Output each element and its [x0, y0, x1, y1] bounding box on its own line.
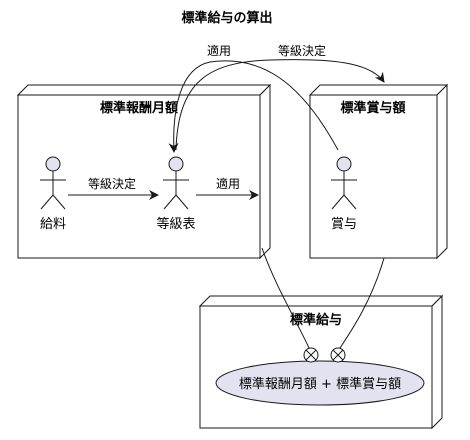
edge-bonus-to-table-label: 適用 [207, 43, 231, 58]
edge-bonus-to-sum [339, 257, 385, 349]
edge-bonus-to-table [168, 60, 339, 153]
actor-pay [40, 156, 66, 210]
usecase-sum: 標準報酬月額 + 標準賞与額 [215, 360, 425, 406]
edge-monthly-to-sum [261, 247, 310, 349]
node-standard-salary-label: 標準給与 [290, 312, 342, 328]
edge-pay-to-table-label: 等級決定 [88, 176, 136, 191]
plus-connector-monthly-icon [303, 347, 319, 363]
actor-bonus-label: 賞与 [331, 217, 357, 232]
edge-table-to-bonus-node [175, 59, 385, 151]
diagram-title: 標準給与の算出 [181, 10, 272, 26]
actor-pay-label: 給料 [40, 217, 66, 232]
actor-bonus-head-icon [336, 156, 352, 172]
actor-grade-table [163, 156, 189, 210]
node-standard-monthly: 標準報酬月額 [16, 83, 272, 260]
node-standard-bonus: 標準賞与額 [308, 83, 449, 260]
edge-table-apply-label: 適用 [216, 176, 240, 191]
actor-grade-table-head-icon [168, 156, 184, 172]
edge-table-to-bonus-node-label: 等級決定 [278, 43, 326, 58]
node-standard-monthly-label: 標準報酬月額 [100, 100, 178, 116]
node-standard-bonus-label: 標準賞与額 [340, 100, 405, 116]
usecase-sum-label: 標準報酬月額 + 標準賞与額 [239, 376, 401, 392]
actor-bonus [331, 156, 357, 210]
plus-connector-bonus-icon [330, 347, 346, 363]
actor-pay-head-icon [45, 156, 61, 172]
actor-grade-table-label: 等級表 [156, 216, 195, 232]
